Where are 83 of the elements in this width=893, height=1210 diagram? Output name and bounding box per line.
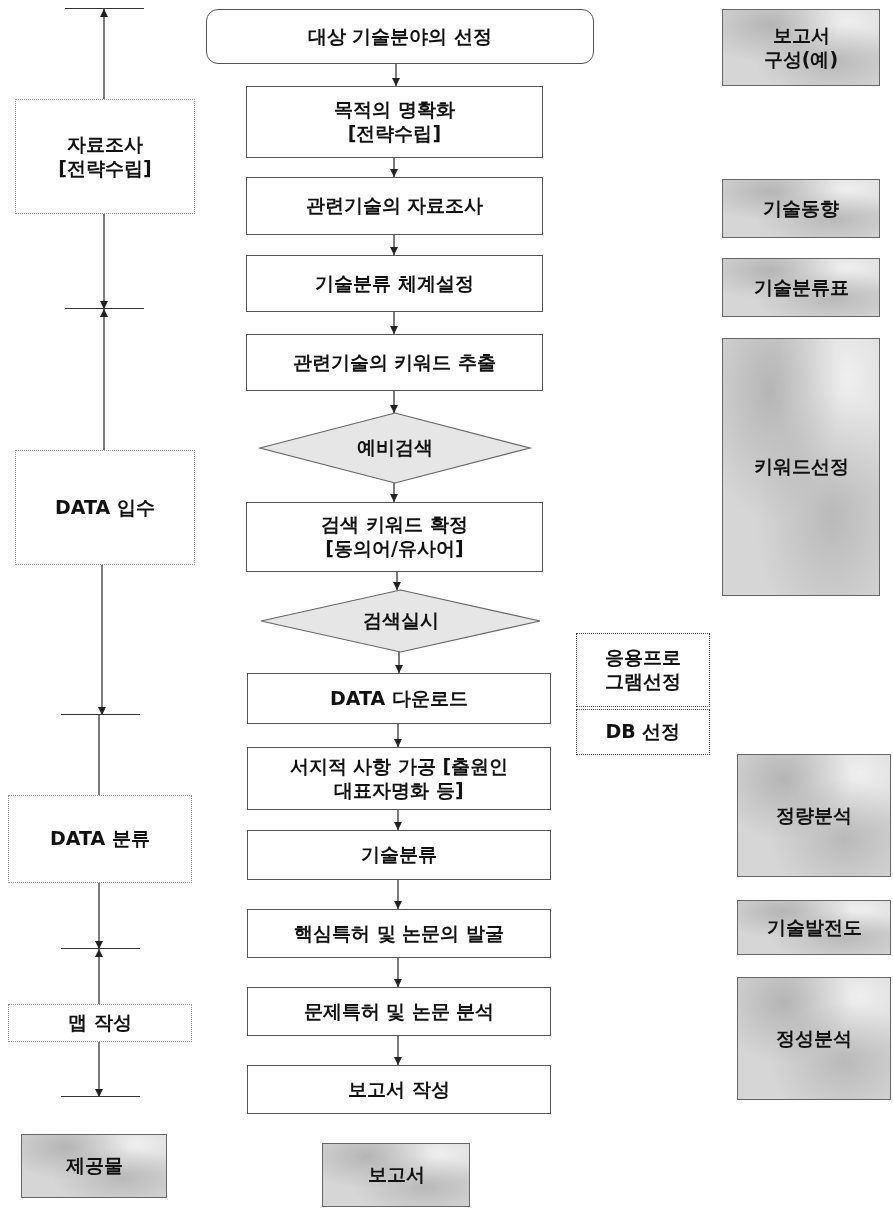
step-label: 자료조사 [전략수립] bbox=[57, 132, 153, 181]
step-label: 기술분류 bbox=[361, 843, 437, 867]
process-box bbox=[246, 502, 543, 572]
step-label: 목적의 명확화 [전략수립] bbox=[333, 98, 456, 146]
arrow bbox=[392, 571, 402, 591]
process-box bbox=[247, 1065, 551, 1114]
process-box bbox=[247, 987, 551, 1036]
phase-box bbox=[15, 450, 195, 565]
step-label: DATA 다운로드 bbox=[330, 686, 468, 711]
side-box bbox=[576, 709, 710, 755]
step-label: 대상 기술분야의 선정 bbox=[307, 24, 493, 49]
output-box bbox=[737, 754, 891, 877]
step-label: 제공물 bbox=[65, 1154, 123, 1178]
step-label: 관련기술의 키워드 추출 bbox=[292, 350, 497, 375]
arrow bbox=[393, 723, 403, 748]
tick-line bbox=[61, 948, 140, 950]
phase-box bbox=[8, 1004, 192, 1042]
arrow bbox=[393, 879, 403, 910]
tick-line bbox=[65, 8, 144, 10]
arrow bbox=[391, 63, 401, 87]
process-box bbox=[246, 86, 543, 158]
output-box bbox=[737, 977, 891, 1100]
side-box bbox=[576, 633, 710, 707]
step-label: 문제특허 및 논문 분석 bbox=[303, 999, 495, 1024]
step-label: 맵 작성 bbox=[68, 1011, 132, 1035]
output-box bbox=[737, 900, 891, 955]
step-label: 응용프로그램선정 bbox=[604, 646, 682, 694]
arrow bbox=[94, 1041, 104, 1098]
arrow bbox=[389, 482, 399, 503]
arrow bbox=[99, 8, 109, 100]
arrow bbox=[389, 157, 399, 178]
step-label: 기술분류표 bbox=[753, 275, 849, 300]
arrow bbox=[97, 564, 107, 716]
process-box bbox=[247, 830, 551, 880]
output-box bbox=[722, 258, 880, 317]
arrow bbox=[389, 390, 399, 414]
process-box bbox=[246, 334, 543, 391]
arrow bbox=[99, 213, 109, 310]
step-label: 기술동향 bbox=[763, 196, 839, 221]
step-label: 서지적 사항 가공 [출원인 대표자명화 등] bbox=[288, 754, 510, 803]
process-box bbox=[246, 177, 543, 235]
tick-line bbox=[65, 308, 144, 310]
step-label: 검색 키워드 확정 [동의어/유사어] bbox=[320, 513, 469, 561]
step-label: 키워드선정 bbox=[753, 455, 849, 479]
step-label: 검색실시 bbox=[362, 609, 439, 633]
process-box bbox=[247, 673, 551, 724]
step-label: 핵심특허 및 논문의 발굴 bbox=[294, 921, 504, 946]
step-label: 보고서 구성(예) bbox=[762, 23, 840, 72]
step-label: 예비검색 bbox=[357, 436, 433, 460]
output-box bbox=[722, 338, 880, 596]
arrow bbox=[99, 308, 109, 451]
decision-diamond bbox=[261, 590, 540, 652]
tick-line bbox=[61, 1096, 140, 1098]
step-label: 정량분석 bbox=[776, 803, 852, 828]
step-label: 기술발전도 bbox=[766, 915, 862, 940]
phase-box bbox=[8, 795, 192, 883]
step-label: DB 선정 bbox=[605, 720, 681, 744]
process-box bbox=[247, 747, 551, 810]
output-box bbox=[322, 1143, 470, 1207]
output-box bbox=[21, 1134, 167, 1198]
decision-diamond bbox=[260, 413, 530, 483]
arrow bbox=[94, 882, 104, 950]
step-label: 기술분류 체계설정 bbox=[315, 271, 474, 296]
output-box bbox=[722, 179, 880, 238]
arrow bbox=[94, 948, 104, 1005]
step-label: 정성분석 bbox=[776, 1026, 852, 1051]
start-box bbox=[206, 9, 594, 64]
phase-box bbox=[15, 99, 195, 214]
arrow bbox=[393, 957, 403, 988]
arrow bbox=[393, 1035, 403, 1066]
step-label: 보고서 작성 bbox=[348, 1077, 450, 1102]
process-box bbox=[246, 255, 543, 312]
step-label: 관련기술의 자료조사 bbox=[305, 194, 484, 218]
step-label: DATA 입수 bbox=[55, 495, 155, 520]
step-label: 보고서 bbox=[367, 1163, 425, 1187]
arrow bbox=[393, 809, 403, 831]
process-box bbox=[247, 909, 551, 958]
output-box bbox=[722, 9, 880, 86]
step-label: DATA 분류 bbox=[50, 827, 150, 851]
tick-line bbox=[61, 714, 140, 716]
arrow bbox=[394, 651, 404, 674]
arrow bbox=[389, 311, 399, 335]
arrow bbox=[389, 234, 399, 256]
